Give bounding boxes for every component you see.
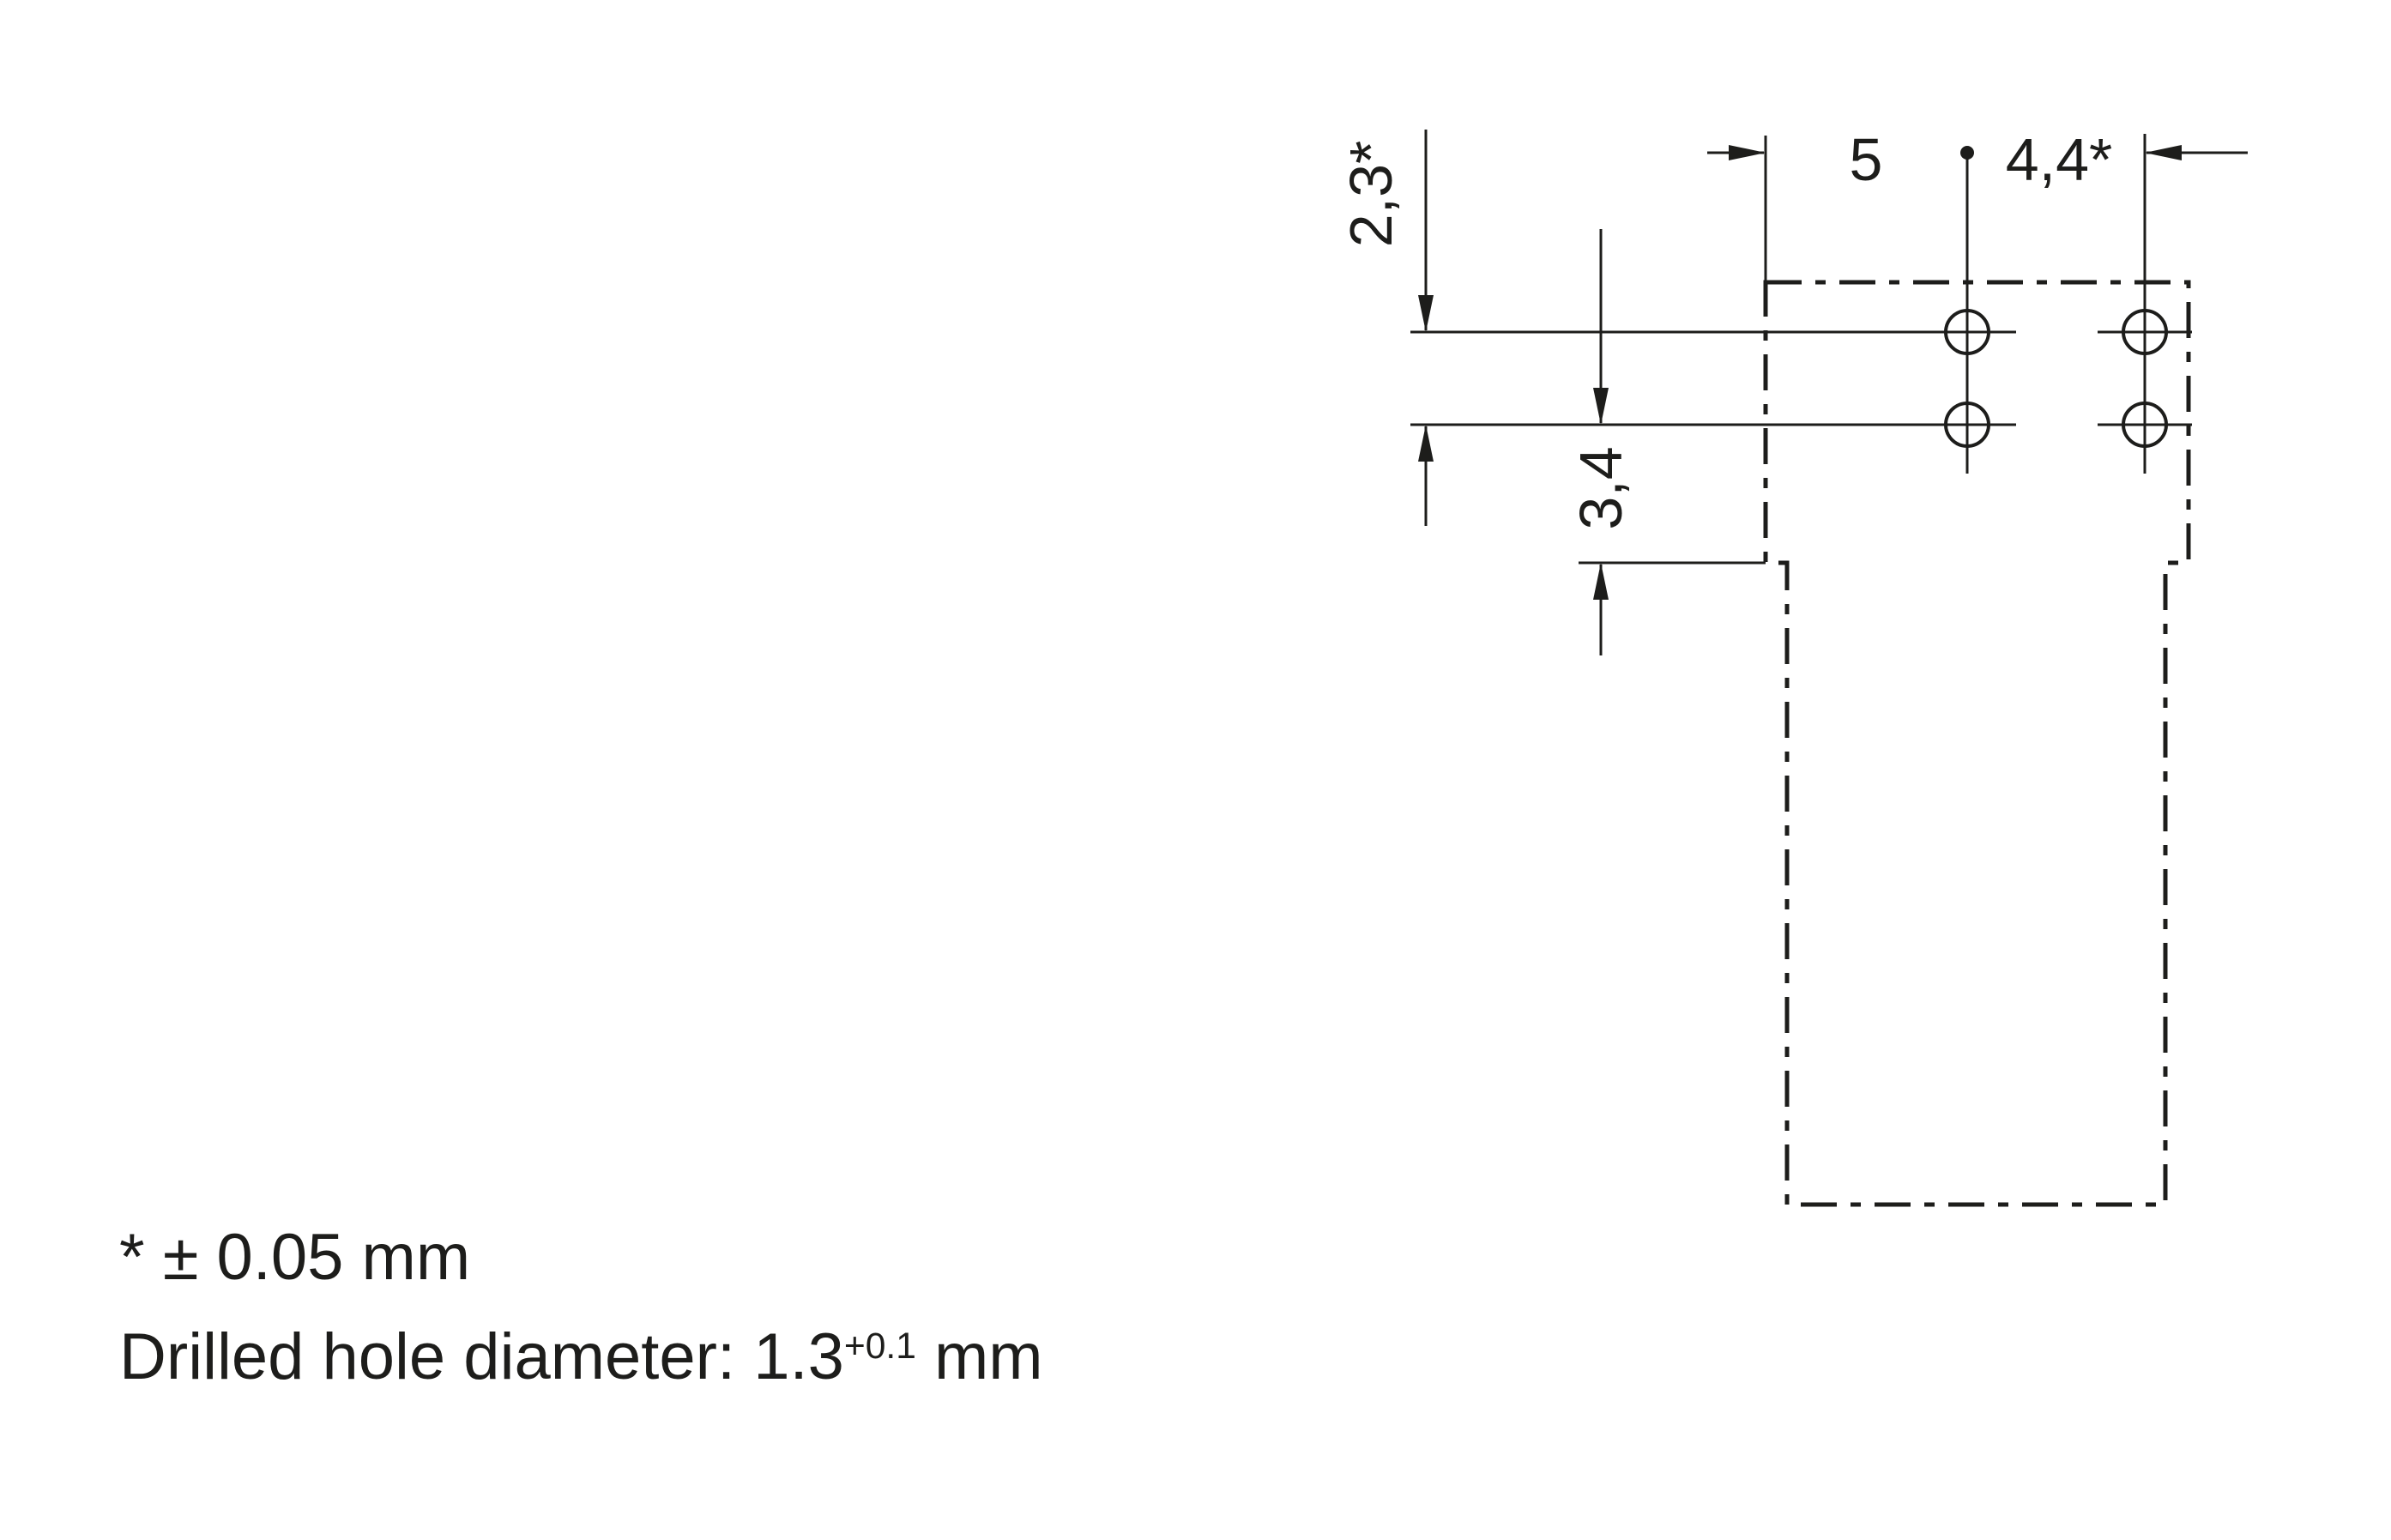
hole-diameter-value: 1.3 xyxy=(753,1320,844,1393)
hole-diameter-unit: mm xyxy=(915,1320,1043,1393)
part-outline xyxy=(1763,280,2191,1207)
dim-label-row-spacing: 2,3* xyxy=(1337,141,1404,248)
tolerance-note: * ± 0.05 mm xyxy=(119,1208,1043,1307)
hole-top-left xyxy=(1944,309,1990,355)
tolerance-note-text: * ± 0.05 mm xyxy=(119,1221,471,1294)
dim-top-arrow-left-icon xyxy=(2145,145,2182,160)
dim-chain-point xyxy=(1960,146,1974,160)
drawing-notes: * ± 0.05 mm Drilled hole diameter: 1.3+0… xyxy=(119,1208,1043,1406)
hole-bottom-right xyxy=(2122,402,2168,448)
hole-diameter-note: Drilled hole diameter: 1.3+0.1 mm xyxy=(119,1307,1043,1407)
dim-3-4-arrow-down-icon xyxy=(1593,388,1609,425)
hole-diameter-tolerance: +0.1 xyxy=(843,1326,916,1368)
hole-diameter-label: Drilled hole diameter: xyxy=(119,1320,754,1393)
hole-bottom-left xyxy=(1944,402,1990,448)
dim-label-pitch: 5 xyxy=(1850,126,1883,193)
dim-label-hole-spacing: 4,4* xyxy=(2006,126,2113,193)
dim-2-3-arrow-up-icon xyxy=(1418,425,1434,462)
hole-top-right xyxy=(2122,309,2168,355)
dim-label-row-to-edge: 3,4 xyxy=(1567,446,1634,529)
dim-2-3-arrow-down-icon xyxy=(1418,295,1434,332)
dim-3-4-arrow-up-icon xyxy=(1593,563,1609,600)
dim-top-arrow-right-icon xyxy=(1729,145,1766,160)
